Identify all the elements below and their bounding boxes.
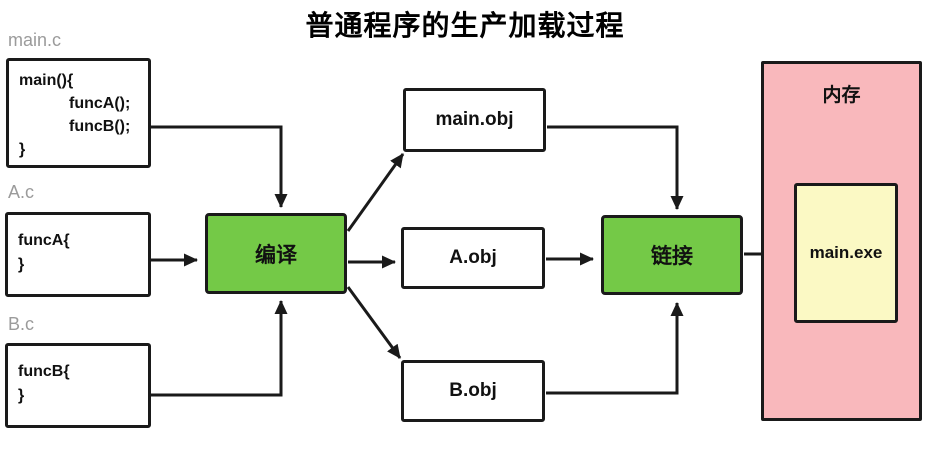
b-c-file-label: B.c: [8, 314, 35, 334]
link-step-box: 链接: [601, 215, 743, 295]
arrow-compile-to-bobj: [346, 286, 402, 359]
arrow-mainc-to-compile: [151, 125, 288, 208]
main-c-source-box: main(){ funcA(); funcB(); }: [6, 58, 151, 168]
code-line: funcA();: [69, 95, 131, 112]
compile-step-box: 编译: [205, 213, 347, 294]
code-line: funcB();: [69, 118, 131, 135]
diagram-title: 普通程序的生产加载过程: [305, 10, 625, 41]
arrow-mainobj-to-link: [547, 125, 684, 210]
arrow-bobj-to-link: [546, 302, 684, 395]
b-obj-box: B.obj: [401, 360, 545, 422]
memory-label: 内存: [822, 85, 861, 106]
memory-box: 内存 main.exe: [761, 61, 922, 421]
main-exe-box: main.exe: [794, 183, 898, 323]
code-line: }: [19, 141, 26, 158]
code-line: }: [18, 256, 25, 273]
code-line: main(){: [19, 72, 74, 89]
arrow-bc-to-compile: [151, 300, 288, 397]
code-line: }: [18, 387, 25, 404]
arrow-compile-to-mainobj: [346, 153, 405, 232]
code-line: funcA{: [18, 232, 70, 249]
a-obj-box: A.obj: [401, 227, 545, 289]
main-obj-box: main.obj: [403, 88, 546, 152]
main-c-file-label: main.c: [8, 30, 62, 50]
a-c-source-box: funcA{ }: [5, 212, 151, 297]
a-c-file-label: A.c: [8, 182, 35, 202]
b-c-source-box: funcB{ }: [5, 343, 151, 428]
code-line: funcB{: [18, 363, 70, 380]
